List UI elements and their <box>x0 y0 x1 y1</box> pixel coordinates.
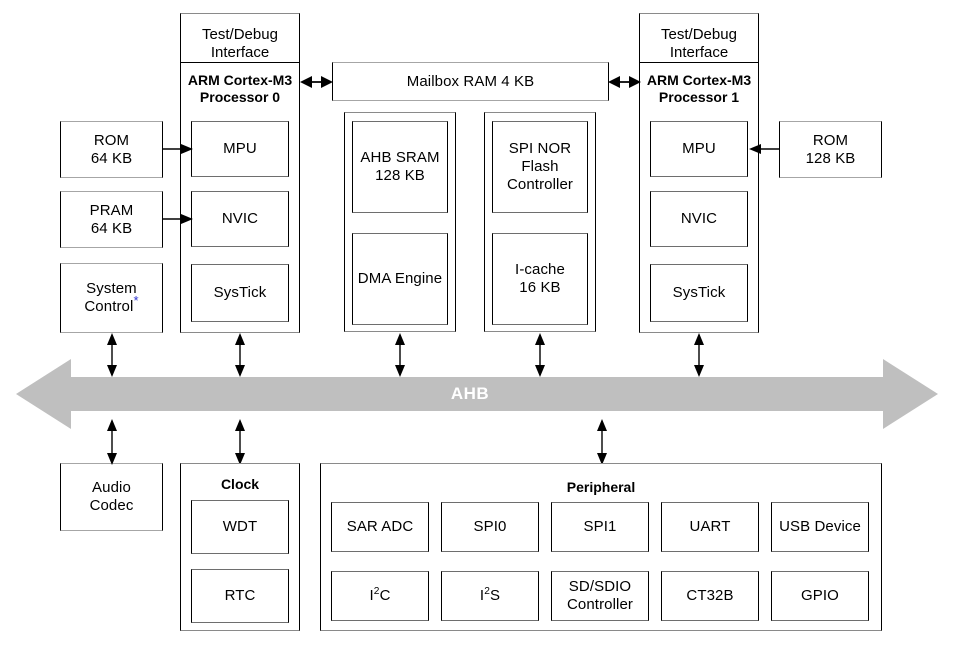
arrow-pram-to-cpu0 <box>163 214 193 224</box>
block-label: SPI0 <box>473 518 507 536</box>
block-ahb-sram[interactable]: AHB SRAM 128 KB <box>352 121 448 213</box>
block-mailbox-ram[interactable]: Mailbox RAM 4 KB <box>332 62 609 101</box>
block-i-cache[interactable]: I-cache 16 KB <box>492 233 588 325</box>
arrow-cpu0-to-bus <box>235 333 245 377</box>
block-rom-64kb[interactable]: ROM 64 KB <box>60 121 163 178</box>
block-label: CT32B <box>686 587 734 605</box>
peripheral-block-i2c[interactable]: I2C <box>331 571 429 621</box>
arrow-system-control-to-bus <box>107 333 117 377</box>
arrow-rom128-to-cpu1 <box>749 144 780 154</box>
block-audio-codec[interactable]: Audio Codec <box>60 463 163 531</box>
arrow-cpu1-to-bus <box>694 333 704 377</box>
peripheral-block-gpio[interactable]: GPIO <box>771 571 869 621</box>
ahb-bus-label: AHB <box>450 384 490 403</box>
block-label: MPU <box>682 140 716 158</box>
cpu1-block-nvic[interactable]: NVIC <box>650 191 748 247</box>
clock-block-rtc[interactable]: RTC <box>191 569 289 623</box>
cpu0-block-mpu[interactable]: MPU <box>191 121 289 177</box>
peripheral-block-i2s[interactable]: I2S <box>441 571 539 621</box>
peripheral-block-ct32b[interactable]: CT32B <box>661 571 759 621</box>
block-dma-engine[interactable]: DMA Engine <box>352 233 448 325</box>
block-label: ROM 64 KB <box>90 131 133 167</box>
arrow-bus-to-clock <box>235 419 245 465</box>
peripheral-block-sar-adc[interactable]: SAR ADC <box>331 502 429 552</box>
peripheral-block-spi0[interactable]: SPI0 <box>441 502 539 552</box>
block-pram-64kb[interactable]: PRAM 64 KB <box>60 191 163 248</box>
block-label: SPI1 <box>583 518 617 536</box>
block-label: AHB SRAM 128 KB <box>360 149 440 184</box>
arrow-rom64-to-cpu0 <box>163 144 193 154</box>
arrow-cpu0-mailbox <box>300 76 333 88</box>
block-label: I2C <box>369 586 391 605</box>
footnote-asterisk: * <box>133 293 139 308</box>
block-label: PRAM 64 KB <box>89 201 134 237</box>
block-rom-128kb[interactable]: ROM 128 KB <box>779 121 882 178</box>
cpu1-divider <box>640 62 758 63</box>
cpu1-block-mpu[interactable]: MPU <box>650 121 748 177</box>
block-label: WDT <box>222 518 258 536</box>
block-label: SPI NOR Flash Controller <box>506 140 574 193</box>
peripheral-block-usb-device[interactable]: USB Device <box>771 502 869 552</box>
block-label: I2S <box>479 586 501 605</box>
block-label: System Control* <box>84 280 139 315</box>
cpu0-block-nvic[interactable]: NVIC <box>191 191 289 247</box>
block-label: USB Device <box>779 518 861 536</box>
peripheral-block-spi1[interactable]: SPI1 <box>551 502 649 552</box>
block-label: RTC <box>224 587 256 605</box>
peripheral-block-uart[interactable]: UART <box>661 502 759 552</box>
block-label: Mailbox RAM 4 KB <box>406 72 535 90</box>
cpu1-debug-label: Test/Debug Interface <box>661 26 737 61</box>
block-label: UART <box>689 518 731 536</box>
block-spi-nor-flash-controller[interactable]: SPI NOR Flash Controller <box>492 121 588 213</box>
block-label: GPIO <box>801 587 839 605</box>
cpu1-title: ARM Cortex-M3 Processor 1 <box>646 72 752 105</box>
ahb-bus <box>16 359 938 429</box>
cpu0-block-systick[interactable]: SysTick <box>191 264 289 322</box>
block-label: NVIC <box>680 210 718 228</box>
arrow-bus-to-audio-codec <box>107 419 117 465</box>
block-system-control[interactable]: System Control* <box>60 263 163 333</box>
block-label: SysTick <box>672 284 726 302</box>
block-label: DMA Engine <box>357 270 443 288</box>
block-label: MPU <box>223 140 257 158</box>
arrow-flash-group-to-bus <box>535 333 545 377</box>
arrow-bus-to-peripheral <box>597 419 607 465</box>
clock-block-wdt[interactable]: WDT <box>191 500 289 554</box>
cpu0-title: ARM Cortex-M3 Processor 0 <box>187 72 293 105</box>
clock-title: Clock <box>220 476 260 492</box>
block-label: SAR ADC <box>346 518 414 536</box>
block-label: ROM 128 KB <box>805 131 856 167</box>
block-label: SysTick <box>213 284 267 302</box>
peripheral-block-sd-sdio-controller[interactable]: SD/SDIO Controller <box>551 571 649 621</box>
block-label: SD/SDIO Controller <box>566 578 634 613</box>
cpu0-debug-label: Test/Debug Interface <box>202 26 278 61</box>
block-label: NVIC <box>221 210 259 228</box>
block-label: I-cache 16 KB <box>515 261 565 296</box>
arrow-memory-group-to-bus <box>395 333 405 377</box>
block-label: Audio Codec <box>89 479 134 514</box>
cpu0-divider <box>181 62 299 63</box>
peripheral-title: Peripheral <box>566 479 636 495</box>
cpu1-block-systick[interactable]: SysTick <box>650 264 748 322</box>
arrow-mailbox-cpu1 <box>608 76 641 88</box>
